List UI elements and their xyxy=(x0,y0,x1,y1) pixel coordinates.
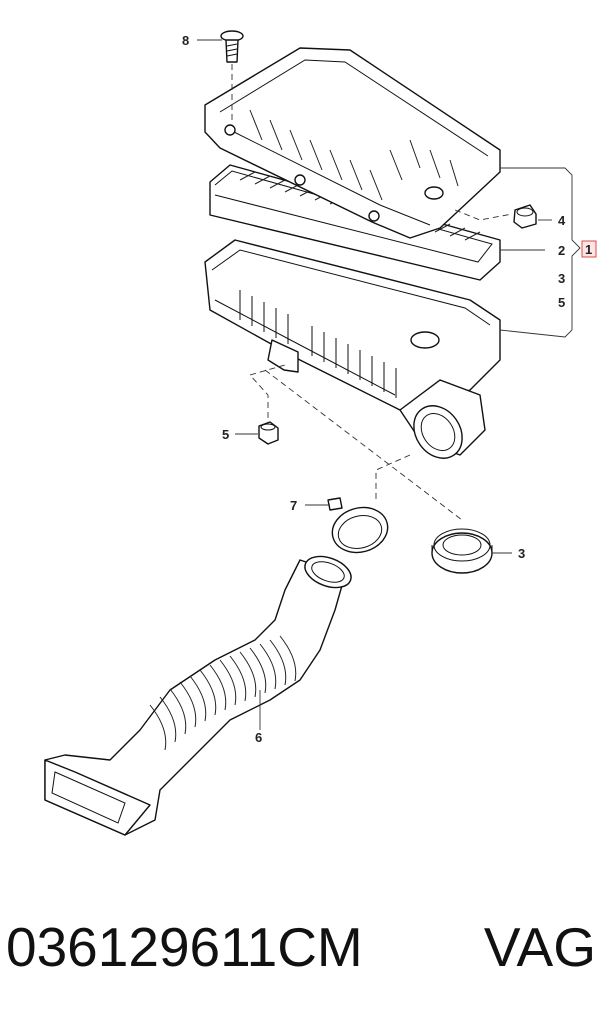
part-number-text: 036129611CM xyxy=(6,916,363,978)
brand-text: VAG xyxy=(483,916,596,978)
callout-7: 7 xyxy=(290,498,297,513)
leader-lines xyxy=(197,39,581,730)
cover-ribs xyxy=(249,109,459,201)
clamp-part xyxy=(327,497,389,554)
callout-2: 2 xyxy=(558,243,565,258)
intake-hose-part xyxy=(44,555,352,836)
diagram-canvas: 8 4 2 1 3 5 5 7 3 6 xyxy=(44,30,597,836)
callout-1: 1 xyxy=(585,242,592,257)
callout-6: 6 xyxy=(255,730,262,745)
hose-corrugations xyxy=(149,635,297,751)
housing-ribs xyxy=(239,290,397,398)
callout-3-seal: 3 xyxy=(518,546,525,561)
seal-ring-part xyxy=(431,528,493,574)
callout-5-group: 5 xyxy=(558,295,565,310)
nut-part xyxy=(249,364,286,445)
screw-part xyxy=(220,30,244,120)
callouts: 8 4 2 1 3 5 5 7 3 6 xyxy=(182,33,597,745)
callout-1-highlight-box xyxy=(581,240,597,258)
part-number-footer: 036129611CM VAG xyxy=(6,915,596,979)
callout-3-group: 3 xyxy=(558,271,565,286)
callout-4: 4 xyxy=(558,213,566,228)
upper-cover xyxy=(204,47,501,239)
lower-housing xyxy=(204,239,501,459)
callout-5-nut: 5 xyxy=(222,427,229,442)
callout-8: 8 xyxy=(182,33,189,48)
grommet-part xyxy=(454,204,537,229)
